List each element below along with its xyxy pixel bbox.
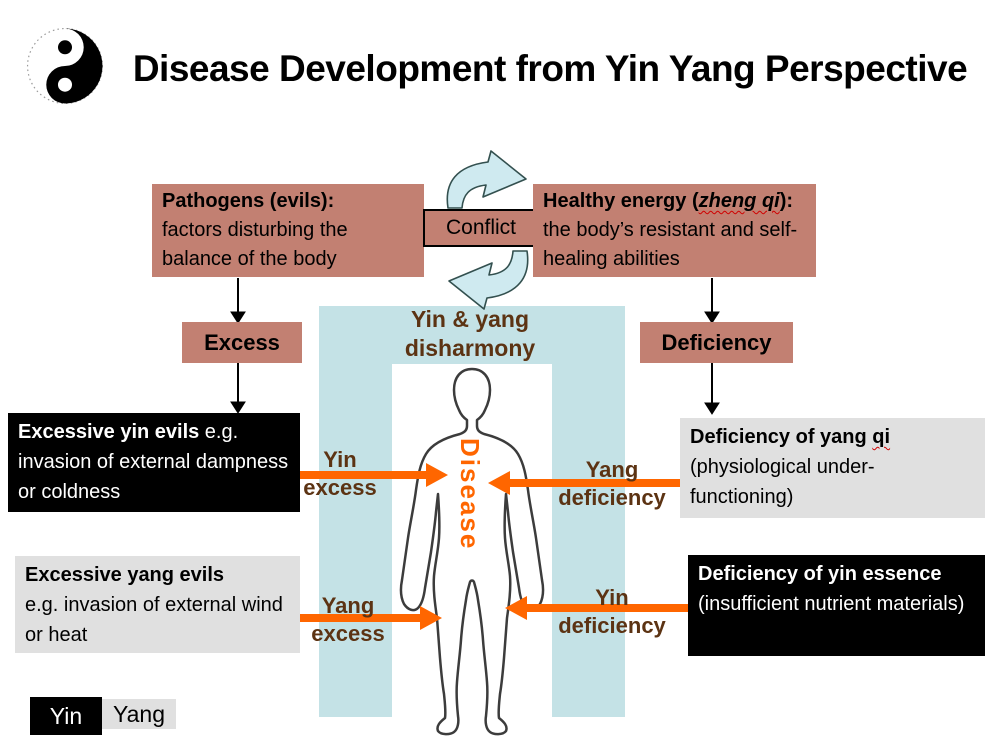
deficiency-yin-desc: (insufficient nutrient materials) — [698, 593, 965, 615]
deficiency-yang-qi-box: Deficiency of yang qi (physiological und… — [680, 418, 985, 518]
flow-arrow-pathogens-excess — [230, 278, 246, 324]
excessive-yin-desc: e.g. invasion of external dampness or co… — [18, 421, 289, 503]
pathogens-desc: factors disturbing the balance of the bo… — [162, 219, 348, 270]
conflict-box: Conflict — [423, 209, 539, 247]
deficiency-yin-title: Deficiency of yin essence — [698, 563, 942, 585]
cycle-arrow-left-icon — [448, 250, 529, 310]
yang-deficiency-label: Yang deficiency — [542, 456, 682, 512]
yin-deficiency-line1: Yin — [595, 585, 629, 610]
excessive-yang-evils-box: Excessive yang evils e.g. invasion of ex… — [15, 556, 300, 653]
page-title: Disease Development from Yin Yang Perspe… — [132, 48, 968, 89]
flow-arrow-deficiency-yangQi — [704, 363, 720, 415]
yin-excess-label: Yin excess — [270, 446, 410, 502]
healthy-zhengqi: zheng qi — [698, 190, 780, 212]
yang-excess-label: Yang excess — [278, 592, 418, 648]
healthy-title-pre: Healthy energy ( — [543, 190, 699, 212]
flow-arrow-healthy-deficiency — [704, 278, 720, 324]
excessive-yang-desc: e.g. invasion of external wind or heat — [25, 594, 283, 646]
yang-excess-line1: Yang — [321, 593, 375, 618]
healthy-energy-box: Healthy energy (zheng qi): the body’s re… — [533, 184, 816, 277]
legend-yang-label: Yang — [112, 700, 165, 727]
yin-yang-icon — [26, 27, 104, 105]
deficiency-yang-title: Deficiency of yang — [690, 426, 873, 448]
healthy-desc: the body’s resistant and self-healing ab… — [543, 219, 798, 270]
yin-excess-line2: excess — [303, 475, 377, 500]
excessive-yin-evils-box: Excessive yin evils e.g. invasion of ext… — [8, 413, 300, 512]
healthy-title-post: ): — [779, 190, 794, 212]
yang-deficiency-line1: Yang — [585, 457, 639, 482]
deficiency-yang-desc: (physiological under-functioning) — [690, 456, 875, 508]
legend-yin: Yin — [30, 697, 102, 735]
yang-excess-line2: excess — [311, 621, 385, 646]
excessive-yin-title: Excessive yin evils — [18, 421, 200, 443]
disharmony-heading: Yin & yang disharmony — [404, 306, 536, 361]
legend-yin-label: Yin — [49, 702, 83, 729]
excess-label: Excess — [204, 329, 280, 355]
excessive-yang-title: Excessive yang evils — [25, 564, 225, 586]
deficiency-label: Deficiency — [661, 329, 772, 355]
deficiency-box: Deficiency — [640, 322, 793, 363]
yin-deficiency-line2: deficiency — [558, 613, 666, 638]
excess-box: Excess — [182, 322, 302, 363]
cycle-arrow-right-icon — [446, 150, 527, 209]
yang-deficiency-line2: deficiency — [558, 485, 666, 510]
yin-deficiency-label: Yin deficiency — [542, 584, 682, 640]
pathogens-box: Pathogens (evils): factors disturbing th… — [152, 184, 424, 277]
pathogens-title: Pathogens (evils): — [162, 190, 335, 212]
deficiency-yang-qi: qi — [872, 426, 891, 448]
flow-arrow-excess-yinEvils — [230, 363, 246, 414]
conflict-label: Conflict — [445, 216, 517, 239]
disease-label: Disease — [455, 438, 485, 551]
yin-excess-line1: Yin — [323, 447, 357, 472]
deficiency-yin-essence-box: Deficiency of yin essence (insufficient … — [688, 555, 985, 656]
legend-yang: Yang — [102, 699, 176, 729]
